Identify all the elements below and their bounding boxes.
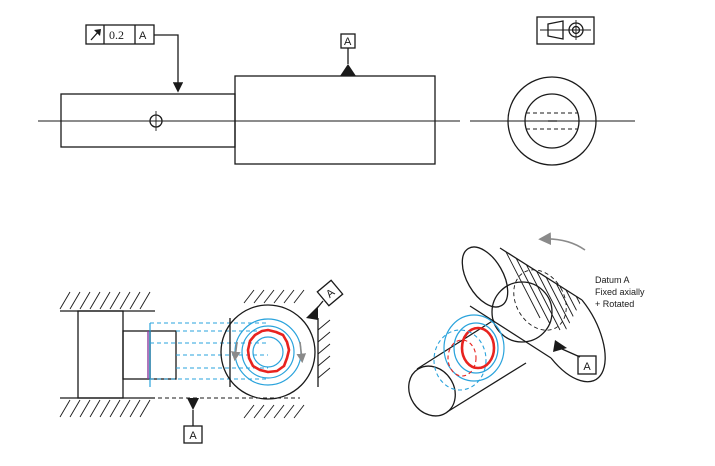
iso-zone-inner	[453, 322, 499, 374]
inner-diameter-circle	[524, 93, 580, 149]
circular-runout-arrow-icon	[90, 29, 101, 41]
rotation-arrow-icon	[538, 232, 586, 251]
datum-feature-right[interactable]: A	[553, 340, 597, 375]
datum-note: Datum A Fixed axially + Rotated	[595, 275, 645, 309]
datum-label-bottom: A	[189, 430, 197, 442]
rotation-arrow-left	[231, 341, 241, 362]
large-cylinder-face	[461, 246, 509, 308]
v-block-fixture	[229, 289, 331, 419]
datum-feature-top[interactable]: A	[340, 33, 356, 76]
datum-label-top: A	[344, 36, 352, 48]
rotation-arrow-right	[296, 341, 307, 364]
actual-surface-profile	[246, 328, 291, 374]
outer-diameter-circle	[507, 76, 597, 166]
datum-triangle-icon	[306, 306, 318, 320]
fcf-tolerance: 0.2	[109, 28, 124, 42]
first-angle-projection-icon	[536, 16, 595, 45]
datum-label-right: A	[583, 361, 591, 373]
datum-triangle-icon	[187, 398, 199, 410]
tolerance-zone-inner	[252, 336, 284, 368]
note-line-2: Fixed axially	[595, 287, 645, 297]
inspection-setup: A A	[59, 279, 344, 444]
small-cylinder-end	[408, 365, 456, 417]
front-view	[38, 75, 460, 165]
part-end-circle	[220, 304, 316, 400]
left-fixture	[59, 291, 177, 418]
note-line-1: Datum A	[595, 275, 630, 285]
datum-feature-rotated[interactable]: A	[306, 279, 344, 320]
center-mark-icon	[149, 111, 163, 131]
datum-triangle-icon	[340, 64, 356, 76]
iso-actual-profile	[460, 326, 496, 370]
tolerance-zone-middle	[241, 325, 295, 379]
datum-feature-bottom[interactable]: A	[183, 398, 203, 444]
side-view	[470, 76, 635, 166]
large-cylinder-front	[491, 281, 553, 343]
large-diameter-shaft	[234, 75, 436, 165]
isometric-view: A Datum A Fixed axially + Rotated	[408, 232, 645, 417]
note-line-3: + Rotated	[595, 299, 634, 309]
feature-control-frame[interactable]: 0.2 A	[85, 24, 155, 45]
large-cylinder-back-edge	[550, 299, 606, 383]
small-diameter-shaft	[60, 93, 236, 148]
iso-zone-outer	[443, 314, 505, 382]
leader-arrow	[154, 34, 184, 93]
datum-label-rotated: A	[324, 286, 338, 300]
fcf-datum-ref: A	[139, 30, 147, 42]
